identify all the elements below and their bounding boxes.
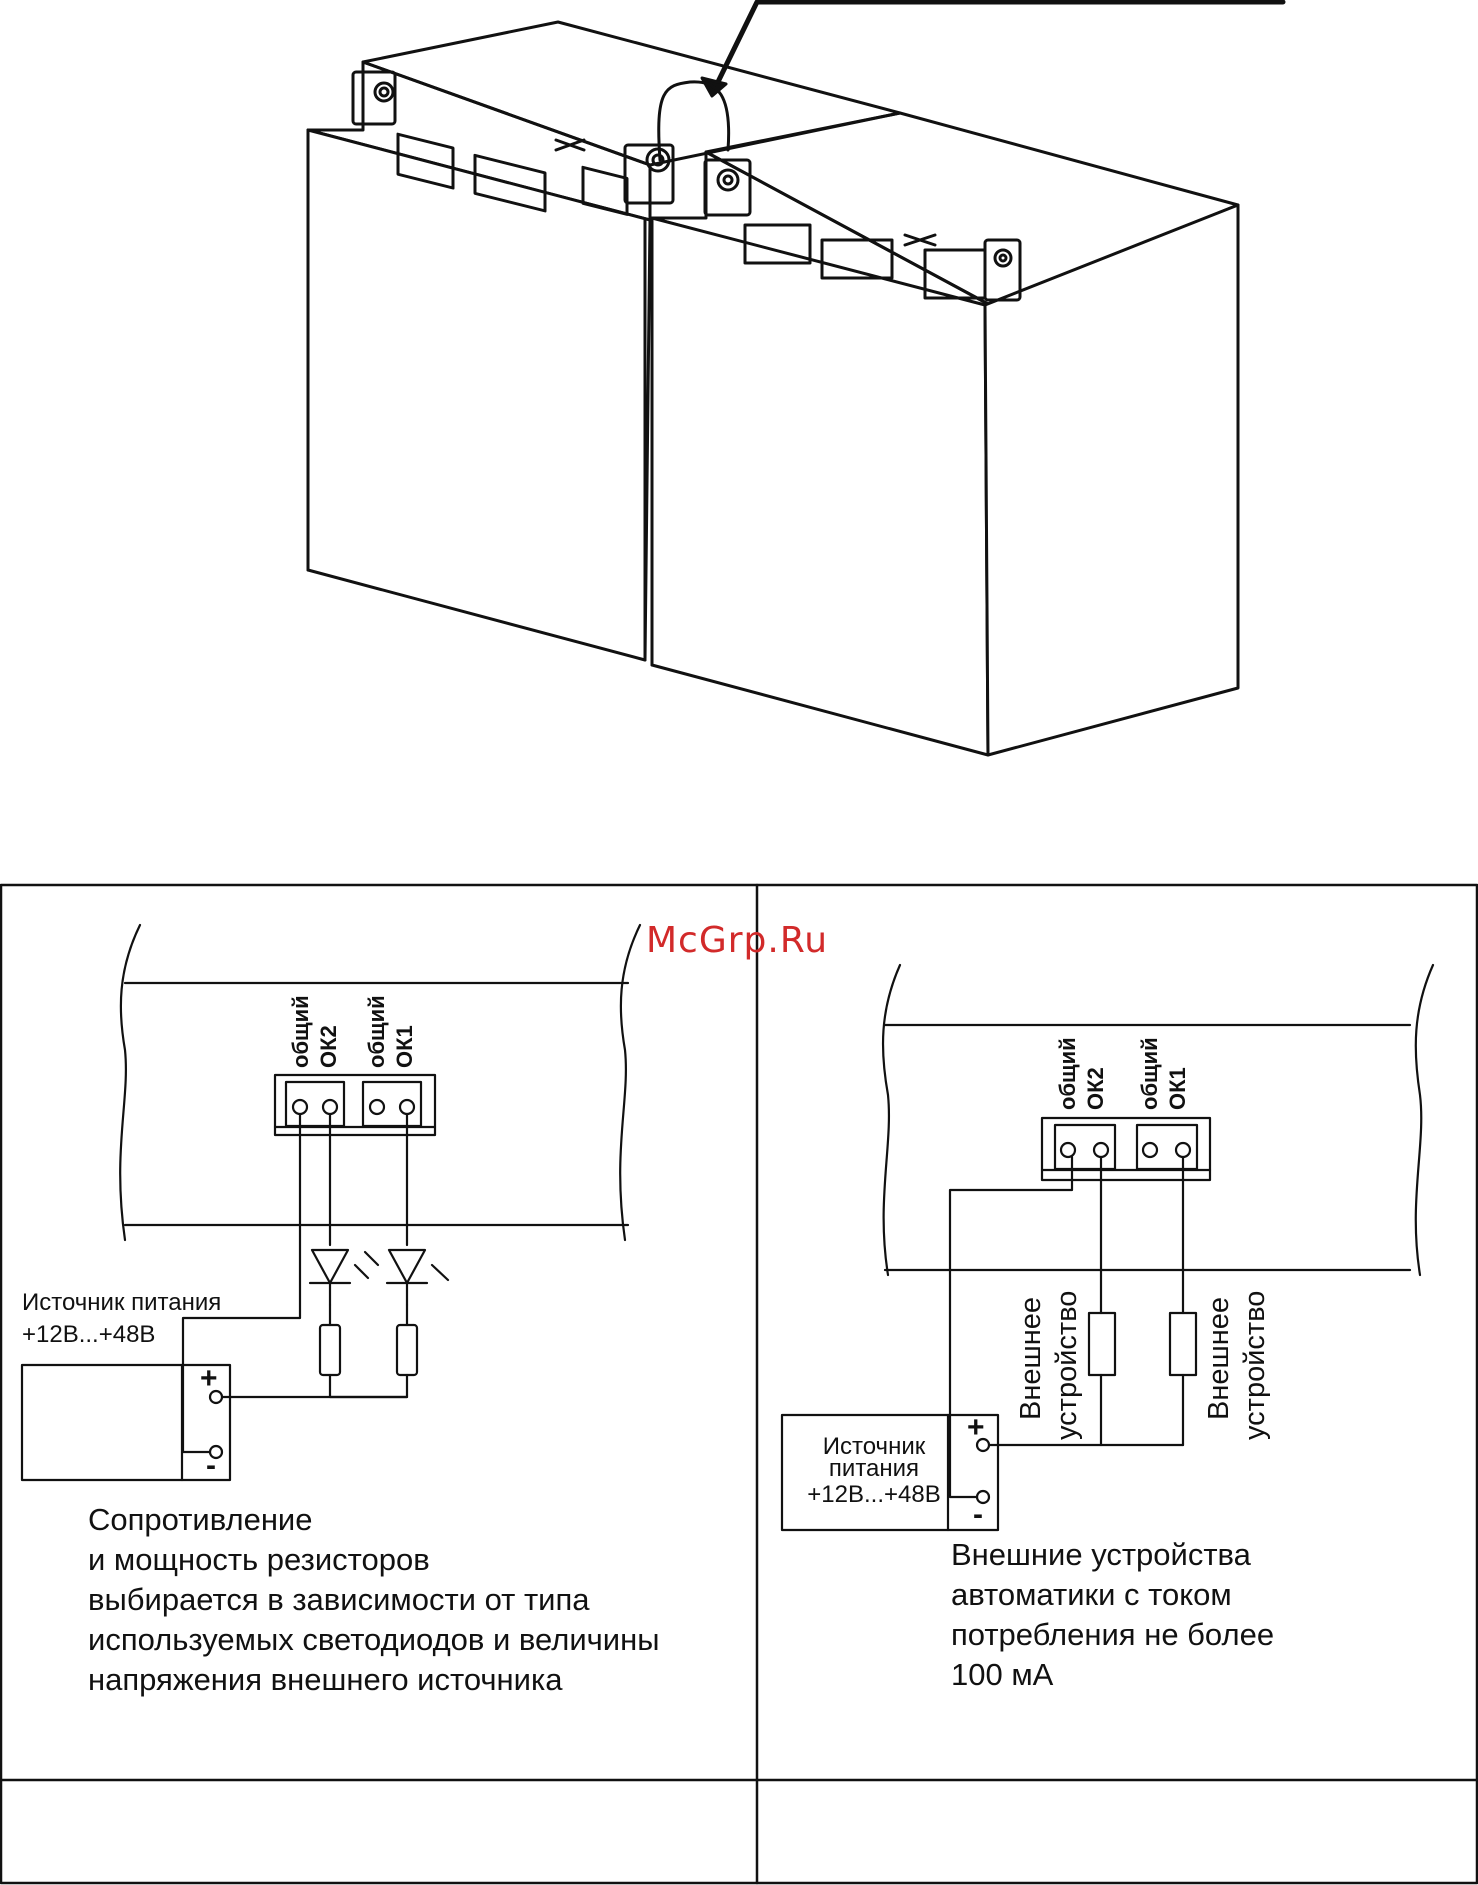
pointer-line (712, 0, 1286, 91)
right-source-label-1: Источник (823, 1433, 926, 1460)
left-source-label: Источник питания (22, 1289, 221, 1316)
device-label-ok1-line1: Внешнее (1203, 1297, 1235, 1420)
right-terminal-label-common-1: общий (1137, 1037, 1162, 1110)
left-minus-sign: - (206, 1449, 216, 1482)
right-note: Внешние устройства автоматики с током по… (951, 1537, 1275, 1692)
device-label-ok2-line2: устройство (1051, 1291, 1083, 1440)
left-terminal-label-common-1: общий (364, 995, 389, 1068)
right-minus-sign: - (973, 1498, 983, 1531)
left-battery (306, 20, 902, 662)
right-terminal-label-common-2: общий (1055, 1037, 1080, 1110)
left-plus-sign: + (200, 1362, 218, 1395)
right-source-label-2: питания (829, 1455, 919, 1482)
left-note: Сопротивление и мощность резисторов выби… (88, 1502, 660, 1697)
right-plus-sign: + (967, 1411, 985, 1444)
left-terminal-label-common-2: общий (288, 995, 313, 1068)
watermark: McGrp.Ru (646, 920, 829, 961)
right-battery (650, 111, 1240, 757)
right-source-range: +12В...+48В (807, 1481, 940, 1508)
table-frame (0, 883, 1478, 1885)
handle-strap (657, 80, 731, 162)
right-terminal-label-ok1: ОК1 (1165, 1067, 1190, 1110)
device-label-ok2-line1: Внешнее (1015, 1297, 1047, 1420)
battery-illustration (306, 0, 1286, 757)
left-schematic (20, 923, 642, 1482)
right-terminal-label-ok2: ОК2 (1083, 1067, 1108, 1110)
device-label-ok1-line2: устройство (1239, 1291, 1271, 1440)
left-terminal-label-ok2: ОК2 (316, 1025, 341, 1068)
right-schematic (780, 963, 1435, 1532)
left-source-range: +12В...+48В (22, 1321, 155, 1348)
left-terminal-label-ok1: ОК1 (392, 1025, 417, 1068)
